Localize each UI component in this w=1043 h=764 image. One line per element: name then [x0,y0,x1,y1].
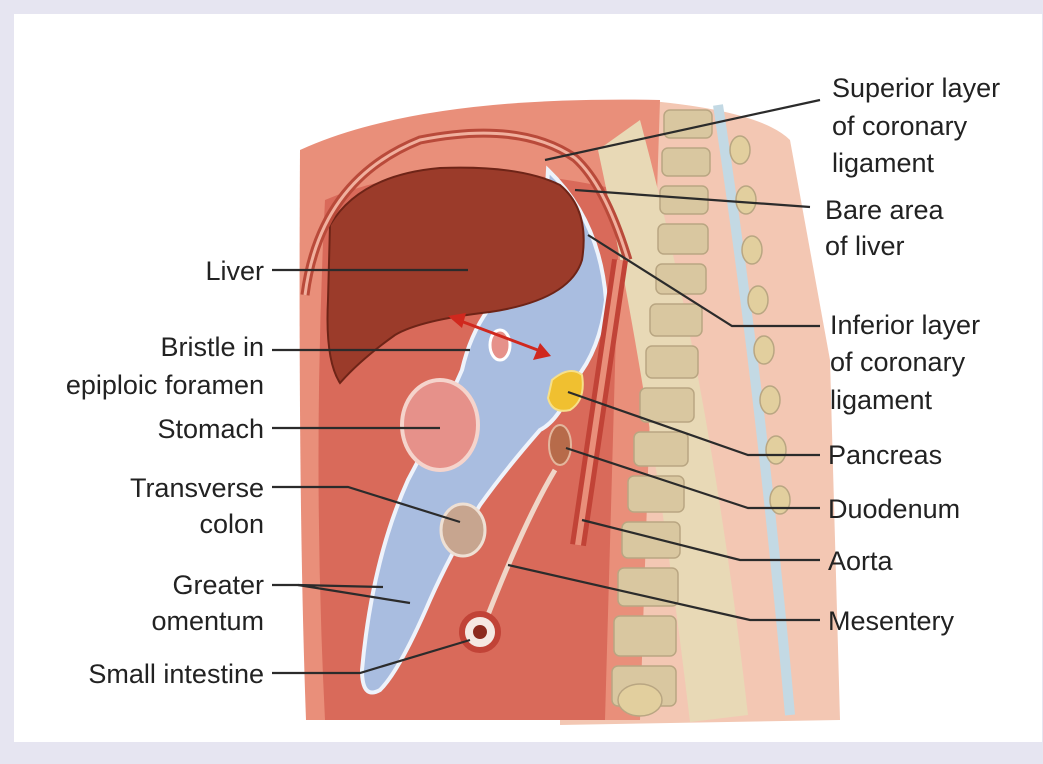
label-inferior-layer: Inferior layer of coronary ligament [830,310,980,415]
bristle-arrow [448,313,551,360]
sacrum [617,683,663,717]
svg-text:of coronary: of coronary [830,347,966,377]
label-duodenum: Duodenum [828,494,960,524]
label-transverse-colon: Transverse colon [130,473,264,539]
svg-text:omentum: omentum [151,606,264,636]
svg-text:ligament: ligament [830,385,933,415]
svg-text:Greater: Greater [172,570,264,600]
svg-text:Superior layer: Superior layer [832,73,1000,103]
label-superior-layer: Superior layer of coronary ligament [832,73,1000,178]
liver [326,166,585,385]
svg-text:Transverse: Transverse [130,473,264,503]
label-greater-omentum: Greater omentum [151,570,264,636]
pancreas [546,370,584,412]
leader-lines [272,98,821,675]
duodenum [548,424,572,466]
svg-text:epiploic foramen: epiploic foramen [66,370,264,400]
svg-text:Bristle in: Bristle in [160,332,264,362]
label-aorta: Aorta [828,546,894,576]
label-small-intestine: Small intestine [88,659,264,689]
label-bristle: Bristle in epiploic foramen [66,332,264,400]
svg-text:ligament: ligament [832,148,935,178]
svg-text:colon: colon [199,509,264,539]
label-pancreas: Pancreas [828,440,942,470]
svg-text:of coronary: of coronary [832,111,968,141]
svg-text:Bare area: Bare area [825,195,945,225]
label-stomach: Stomach [157,414,264,444]
svg-text:Inferior layer: Inferior layer [830,310,980,340]
transverse-colon [439,502,487,558]
label-mesentery: Mesentery [828,606,955,636]
peritoneal-space [359,165,609,695]
svg-text:of liver: of liver [825,231,905,261]
stomach [400,378,480,472]
mesentery-fold [483,468,558,621]
label-liver: Liver [205,256,264,286]
label-bare-area: Bare area of liver [825,195,945,261]
